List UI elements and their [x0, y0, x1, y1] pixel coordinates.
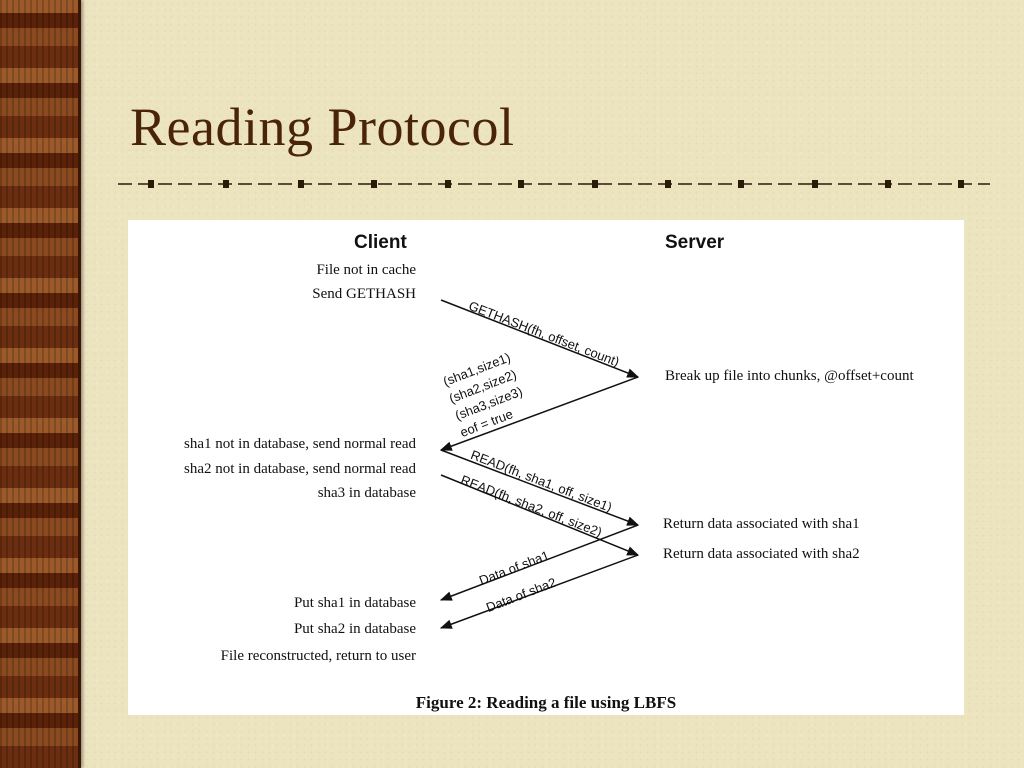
wood-sidebar-decoration — [0, 0, 81, 768]
hash-reply-arrow — [439, 376, 639, 451]
client-note: sha1 not in database, send normal read — [183, 436, 416, 452]
server-note: Break up file into chunks, @offset+count — [665, 368, 914, 384]
server-note: Return data associated with sha1 — [663, 516, 860, 532]
client-note: Send GETHASH — [312, 286, 416, 302]
client-header: Client — [354, 232, 407, 253]
slide-title: Reading Protocol — [130, 97, 515, 157]
client-note: Put sha1 in database — [293, 595, 416, 611]
read-sha2-arrow — [440, 474, 640, 556]
read-sha1-arrow — [440, 449, 640, 526]
client-note: sha2 not in database, send normal read — [183, 461, 416, 477]
client-note: File not in cache — [316, 262, 416, 278]
data-sha2-arrow — [439, 554, 639, 629]
client-note: sha3 in database — [317, 485, 416, 501]
dashed-divider — [118, 180, 990, 188]
server-header: Server — [665, 232, 725, 253]
server-note: Return data associated with sha2 — [663, 546, 860, 562]
client-note: Put sha2 in database — [293, 621, 416, 637]
client-note: File reconstructed, return to user — [220, 648, 416, 664]
data-sha1-arrow — [439, 524, 639, 601]
message-arrows — [439, 299, 640, 629]
figure-caption: Figure 2: Reading a file using LBFS — [415, 693, 677, 712]
gethash-arrow — [440, 299, 640, 378]
lbfs-read-figure: Client Server File not in cache Send GET… — [128, 220, 964, 715]
